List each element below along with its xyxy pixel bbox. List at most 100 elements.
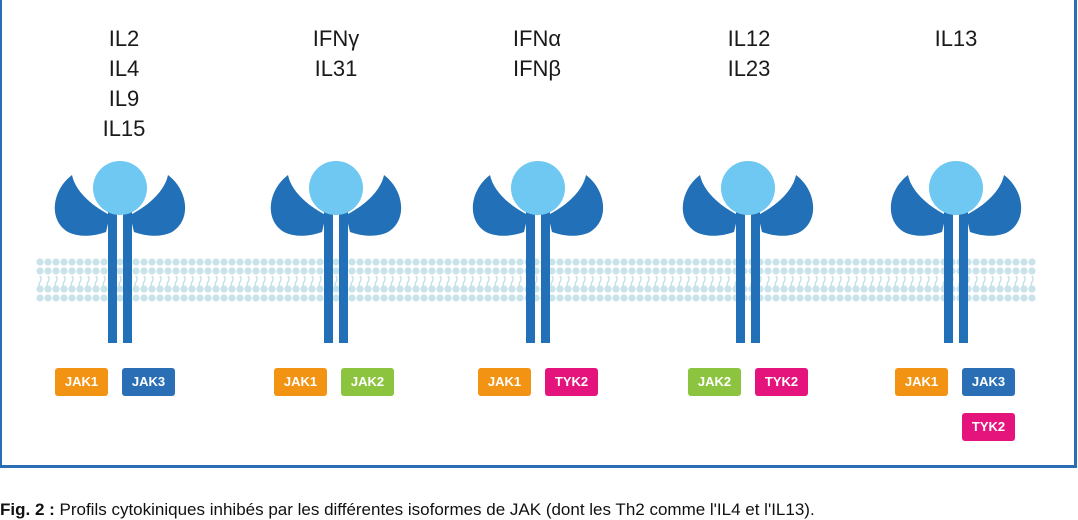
lipid-head xyxy=(396,294,404,302)
lipid-head xyxy=(868,267,876,275)
caption-text: Profils cytokiniques inhibés par les dif… xyxy=(54,500,815,519)
lipid-head xyxy=(516,294,524,302)
lipid-head xyxy=(692,285,700,293)
lipid-head xyxy=(900,258,908,266)
lipid-head xyxy=(612,285,620,293)
lipid-tail xyxy=(54,275,58,289)
lipid-tail xyxy=(302,275,306,289)
lipid-head xyxy=(308,285,316,293)
lipid-head xyxy=(452,267,460,275)
lipid-tail xyxy=(926,275,930,289)
lipid-head xyxy=(716,258,724,266)
lipid-tail xyxy=(518,275,522,289)
lipid-tail xyxy=(790,275,794,289)
lipid-head xyxy=(764,294,772,302)
lipid-tail xyxy=(606,275,610,289)
lipid-head xyxy=(500,258,508,266)
lipid-head xyxy=(932,285,940,293)
lipid-head xyxy=(780,294,788,302)
lipid-head xyxy=(220,294,228,302)
lipid-head xyxy=(772,285,780,293)
lipid-head xyxy=(436,267,444,275)
kinase-badge: JAK2 xyxy=(341,368,394,396)
lipid-head xyxy=(308,258,316,266)
lipid-head xyxy=(588,258,596,266)
lipid-head xyxy=(196,294,204,302)
lipid-head xyxy=(652,258,660,266)
lipid-head xyxy=(852,285,860,293)
lipid-head xyxy=(292,285,300,293)
lipid-head xyxy=(92,258,100,266)
lipid-head xyxy=(652,285,660,293)
lipid-head xyxy=(716,267,724,275)
lipid-tail xyxy=(934,275,938,289)
lipid-head xyxy=(500,285,508,293)
receptor-arm-right xyxy=(548,175,604,236)
lipid-head xyxy=(92,285,100,293)
lipid-head xyxy=(228,258,236,266)
lipid-head xyxy=(508,294,516,302)
lipid-head xyxy=(468,285,476,293)
lipid-tail xyxy=(230,275,234,289)
kinase-badge: TYK2 xyxy=(962,413,1015,441)
lipid-tail xyxy=(46,275,50,289)
lipid-head xyxy=(804,258,812,266)
lipid-head xyxy=(644,267,652,275)
lipid-head xyxy=(892,294,900,302)
lipid-head xyxy=(860,285,868,293)
lipid-head xyxy=(284,258,292,266)
lipid-head xyxy=(84,258,92,266)
lipid-head xyxy=(924,267,932,275)
lipid-tail xyxy=(446,275,450,289)
lipid-head xyxy=(604,285,612,293)
lipid-head xyxy=(620,258,628,266)
receptor-chain-left xyxy=(736,208,745,343)
cell-membrane xyxy=(36,258,1036,302)
lipid-head xyxy=(60,267,68,275)
lipid-head xyxy=(68,267,76,275)
lipid-head xyxy=(516,258,524,266)
lipid-tail xyxy=(142,275,146,289)
lipid-head xyxy=(228,285,236,293)
lipid-head xyxy=(236,294,244,302)
lipid-head xyxy=(404,294,412,302)
lipid-head xyxy=(724,258,732,266)
receptor-arm-right xyxy=(966,175,1022,236)
lipid-head xyxy=(564,258,572,266)
lipid-head xyxy=(316,267,324,275)
lipid-tail xyxy=(246,275,250,289)
lipid-head xyxy=(276,285,284,293)
lipid-head xyxy=(644,285,652,293)
lipid-head xyxy=(908,285,916,293)
lipid-head xyxy=(708,258,716,266)
lipid-head xyxy=(428,294,436,302)
lipid-head xyxy=(444,294,452,302)
lipid-head xyxy=(364,285,372,293)
lipid-head xyxy=(620,294,628,302)
lipid-head xyxy=(260,258,268,266)
cytokine-label-group-4: IL12 IL23 xyxy=(669,24,829,84)
lipid-tail xyxy=(414,275,418,289)
lipid-head xyxy=(708,285,716,293)
lipid-head xyxy=(932,267,940,275)
lipid-head xyxy=(564,267,572,275)
cytokine-label: IL12 xyxy=(727,26,771,51)
lipid-head xyxy=(916,285,924,293)
lipid-tail xyxy=(398,275,402,289)
lipid-head xyxy=(500,267,508,275)
lipid-head xyxy=(204,285,212,293)
receptor-chain-right xyxy=(123,208,132,343)
lipid-head xyxy=(452,294,460,302)
lipid-head xyxy=(1012,267,1020,275)
lipid-head xyxy=(396,267,404,275)
receptor xyxy=(54,161,186,343)
lipid-head xyxy=(660,285,668,293)
lipid-head xyxy=(788,285,796,293)
lipid-head xyxy=(572,285,580,293)
lipid-tail xyxy=(1030,275,1034,289)
lipid-head xyxy=(876,258,884,266)
receptor-chain-left xyxy=(526,208,535,343)
lipid-head xyxy=(500,294,508,302)
cytokine-ligand xyxy=(511,161,565,215)
lipid-head xyxy=(140,258,148,266)
